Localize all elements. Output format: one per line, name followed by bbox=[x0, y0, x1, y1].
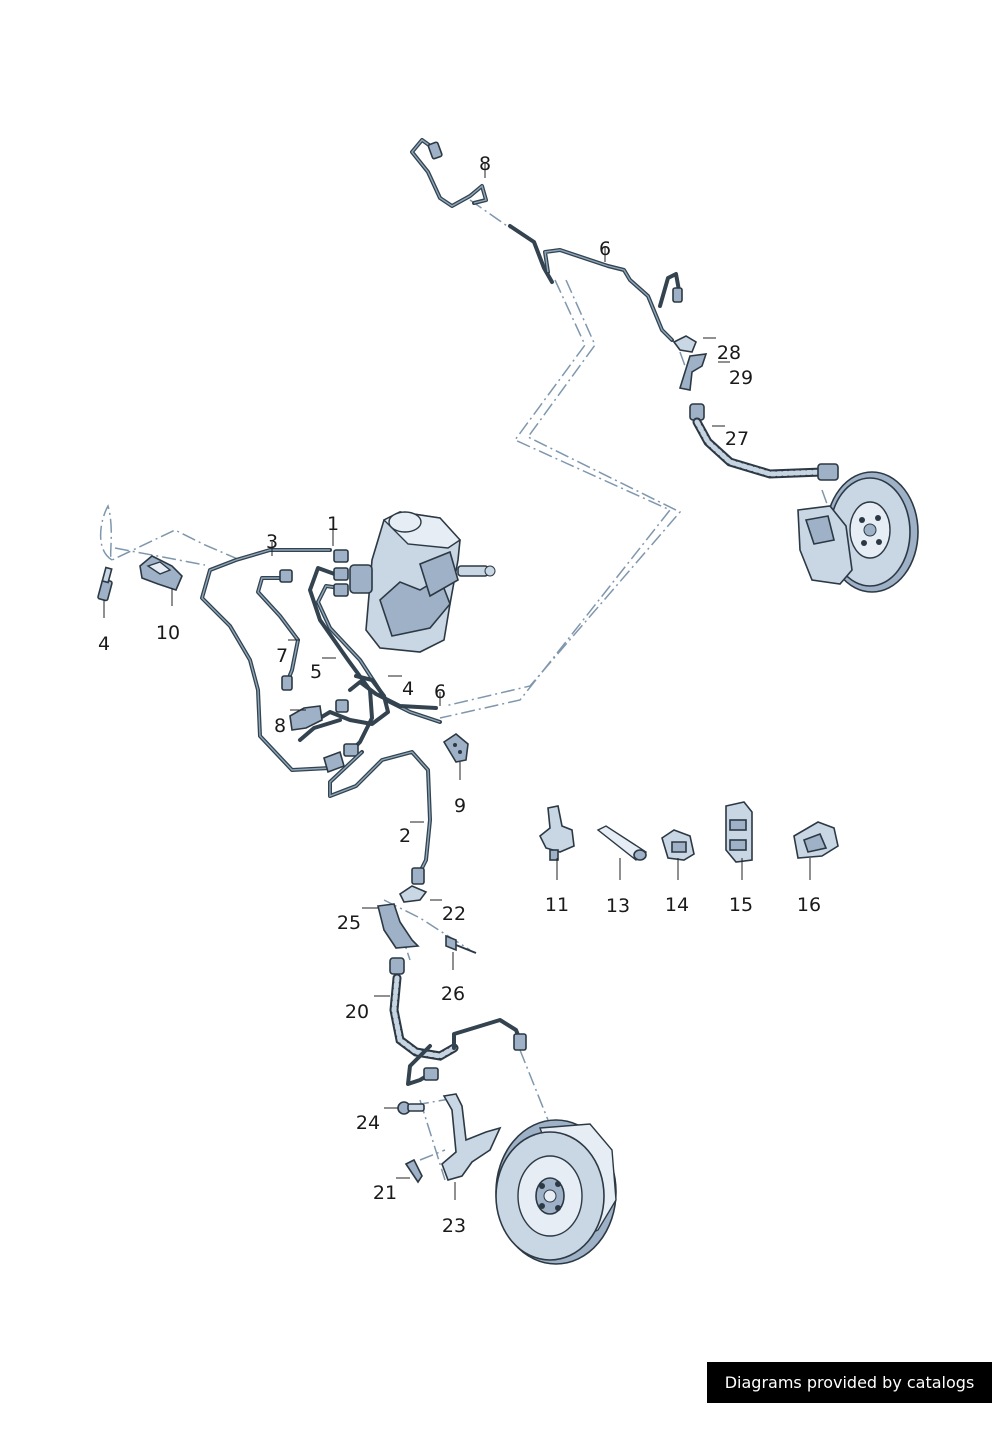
bolt-4 bbox=[97, 566, 113, 602]
front-brake-disc-caliper bbox=[797, 471, 919, 593]
callout-15: 15 bbox=[728, 894, 754, 916]
callout-16: 16 bbox=[796, 894, 822, 916]
brake-pipe-6-upper bbox=[508, 224, 683, 342]
connector-8-left bbox=[289, 705, 345, 774]
bracket-29 bbox=[678, 353, 708, 391]
brake-pipe-4-6-lower bbox=[298, 674, 438, 742]
brake-pipe-2 bbox=[328, 750, 432, 885]
bolt-26 bbox=[445, 934, 477, 954]
callout-23: 23 bbox=[441, 1215, 467, 1237]
brake-pipe-8-upper bbox=[410, 138, 488, 208]
callout-14: 14 bbox=[664, 894, 690, 916]
sleeve-13 bbox=[596, 825, 648, 861]
clip-15 bbox=[725, 801, 753, 863]
callout-20: 20 bbox=[344, 1001, 370, 1023]
bracket-10 bbox=[139, 555, 183, 591]
callout-10: 10 bbox=[155, 622, 181, 644]
brake-pipe-3 bbox=[200, 548, 332, 772]
brake-line-diagram bbox=[97, 138, 919, 1265]
callout-4-center: 4 bbox=[401, 678, 415, 700]
bracket-25 bbox=[377, 903, 420, 949]
callout-8-top: 8 bbox=[478, 153, 492, 175]
brake-hose-20 bbox=[389, 957, 527, 1086]
clip-22 bbox=[398, 885, 428, 903]
brake-pipe-7 bbox=[256, 569, 300, 691]
clip-11 bbox=[538, 805, 575, 861]
callout-8-left: 8 bbox=[273, 715, 287, 737]
callout-9: 9 bbox=[453, 795, 467, 817]
callout-27: 27 bbox=[724, 428, 750, 450]
grommet-9 bbox=[442, 733, 469, 763]
callout-21: 21 bbox=[372, 1182, 398, 1204]
brake-pipe-5 bbox=[308, 549, 442, 757]
callout-2: 2 bbox=[398, 825, 412, 847]
callout-6-top: 6 bbox=[598, 238, 612, 260]
clip-16 bbox=[793, 821, 839, 859]
credits-banner: Diagrams provided by catalogs parts bbox=[707, 1362, 992, 1433]
brake-master-cylinder bbox=[349, 511, 496, 653]
rear-brake-disc bbox=[495, 1119, 617, 1265]
clip-21 bbox=[404, 1158, 423, 1184]
callout-11: 11 bbox=[544, 894, 570, 916]
clip-14 bbox=[661, 829, 695, 861]
callout-29: 29 bbox=[728, 367, 754, 389]
bracket-23 bbox=[441, 1093, 502, 1181]
callout-25: 25 bbox=[336, 912, 362, 934]
callout-13: 13 bbox=[605, 895, 631, 917]
callout-1: 1 bbox=[326, 513, 340, 535]
brake-hose-27 bbox=[689, 403, 839, 481]
callout-5: 5 bbox=[309, 661, 323, 683]
callout-7: 7 bbox=[275, 645, 289, 667]
leader-lines bbox=[103, 162, 811, 1200]
callout-28: 28 bbox=[716, 342, 742, 364]
callout-22: 22 bbox=[441, 903, 467, 925]
bolt-24 bbox=[397, 1101, 425, 1115]
bracket-28 bbox=[672, 335, 697, 353]
callout-4-left: 4 bbox=[97, 633, 111, 655]
callout-6-center: 6 bbox=[433, 681, 447, 703]
callout-3: 3 bbox=[265, 531, 279, 553]
callout-26: 26 bbox=[440, 983, 466, 1005]
callout-24: 24 bbox=[355, 1112, 381, 1134]
